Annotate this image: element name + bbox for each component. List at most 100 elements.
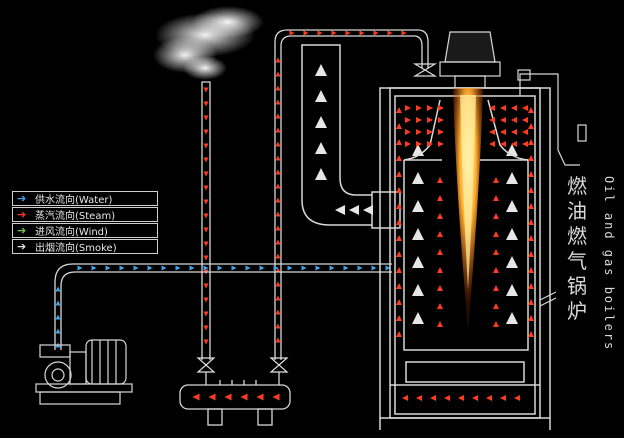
steam-arrow-icon xyxy=(437,303,443,309)
steam-arrow-icon xyxy=(511,129,517,135)
arrow-right-icon: ➔ xyxy=(17,240,27,253)
steam-arrow-icon xyxy=(275,155,281,161)
burner xyxy=(439,31,501,89)
steam-arrow-icon xyxy=(203,171,209,177)
water-arrow-icon xyxy=(343,265,349,271)
steam-arrow-icon xyxy=(289,30,295,36)
steam-arrow-icon xyxy=(405,117,411,123)
legend-label: 进风流向(Wind) xyxy=(35,227,108,238)
steam-arrow-icon xyxy=(528,299,534,305)
steam-arrow-icon xyxy=(275,57,281,63)
steam-arrow-icon xyxy=(427,117,433,123)
water-arrow-icon xyxy=(189,265,195,271)
water-arrow-icon xyxy=(55,300,61,306)
smoke-arrow-icon xyxy=(412,228,424,240)
steam-arrow-icon xyxy=(493,213,499,219)
legend-item: ➔蒸汽流向(Steam) xyxy=(12,207,158,222)
steam-arrow-icon xyxy=(493,321,499,327)
steam-arrow-icon xyxy=(405,105,411,111)
steam-arrow-icon xyxy=(437,321,443,327)
flame xyxy=(453,88,483,330)
steam-arrow-icon xyxy=(522,105,528,111)
steam-arrow-icon xyxy=(427,129,433,135)
steam-pipe xyxy=(201,29,429,360)
steam-arrow-icon xyxy=(493,177,499,183)
legend-item: ➔进风流向(Wind) xyxy=(12,223,158,238)
smoke-arrow-icon xyxy=(412,200,424,212)
steam-arrow-icon xyxy=(500,117,506,123)
steam-arrow-icon xyxy=(405,129,411,135)
title-char: 气 xyxy=(567,249,587,273)
steam-arrow-icon xyxy=(203,115,209,121)
steam-arrow-icon xyxy=(275,127,281,133)
smoke-cloud xyxy=(153,6,264,80)
steam-arrow-icon xyxy=(203,325,209,331)
smoke-arrow-icon xyxy=(506,172,518,184)
steam-arrow-icon xyxy=(528,267,534,273)
steam-arrow-icon xyxy=(528,219,534,225)
smoke-arrow-icon xyxy=(315,64,327,76)
steam-arrow-icon xyxy=(522,129,528,135)
steam-arrow-icon xyxy=(203,87,209,93)
water-arrow-icon xyxy=(147,265,153,271)
steam-arrow-icon xyxy=(528,171,534,177)
steam-arrow-icon xyxy=(511,105,517,111)
steam-arrow-icon xyxy=(528,251,534,257)
steam-arrow-icon xyxy=(275,113,281,119)
steam-arrow-icon xyxy=(500,141,506,147)
smoke-arrow-icon xyxy=(315,168,327,180)
boiler-steam-arrows xyxy=(396,105,534,401)
steam-arrow-icon xyxy=(203,241,209,247)
steam-arrow-icon xyxy=(489,141,495,147)
steam-arrow-icon xyxy=(396,139,402,145)
arrow-right-icon: ➔ xyxy=(17,208,27,221)
steam-arrow-icon xyxy=(528,107,534,113)
steam-arrow-icon xyxy=(396,171,402,177)
steam-arrow-icon xyxy=(203,227,209,233)
steam-arrow-icon xyxy=(275,281,281,287)
steam-arrow-icon xyxy=(331,30,337,36)
smoke-arrow-icon xyxy=(315,142,327,154)
legend-label: 出烟流向(Smoke) xyxy=(35,243,117,254)
arrow-right-icon: ➔ xyxy=(17,192,27,205)
water-arrow-icon xyxy=(231,265,237,271)
steam-arrow-icon xyxy=(489,129,495,135)
steam-arrow-icon xyxy=(396,219,402,225)
steam-arrow-icon xyxy=(203,157,209,163)
flow-legend: ➔供水流向(Water)➔蒸汽流向(Steam)➔进风流向(Wind)➔出烟流向… xyxy=(12,191,158,255)
water-arrow-icon xyxy=(55,286,61,292)
steam-arrow-icon xyxy=(493,249,499,255)
smoke-arrow-icon xyxy=(315,90,327,102)
steam-arrow-icon xyxy=(387,30,393,36)
steam-arrow-icon xyxy=(522,117,528,123)
steam-arrow-icon xyxy=(500,129,506,135)
steam-arrow-icon xyxy=(240,393,248,401)
steam-arrow-icon xyxy=(396,331,402,337)
water-arrow-icon xyxy=(175,265,181,271)
steam-arrow-icon xyxy=(275,295,281,301)
steam-arrow-icon xyxy=(396,203,402,209)
water-arrow-icon xyxy=(385,265,391,271)
steam-arrow-icon xyxy=(438,141,444,147)
steam-arrow-icon xyxy=(489,117,495,123)
steam-arrow-icon xyxy=(402,395,408,401)
steam-arrow-icon xyxy=(203,143,209,149)
steam-arrow-icon xyxy=(438,129,444,135)
steam-arrow-icon xyxy=(275,239,281,245)
water-pump xyxy=(35,339,133,405)
steam-arrow-icon xyxy=(437,267,443,273)
title-char: 锅 xyxy=(567,274,587,298)
steam-arrow-icon xyxy=(359,30,365,36)
steam-arrow-icon xyxy=(511,141,517,147)
steam-arrow-icon xyxy=(275,323,281,329)
steam-arrow-icon xyxy=(203,283,209,289)
steam-arrow-icon xyxy=(437,285,443,291)
steam-arrow-icon xyxy=(528,155,534,161)
steam-arrow-icon xyxy=(500,395,506,401)
header-arrows xyxy=(192,393,280,401)
water-arrow-icon xyxy=(357,265,363,271)
steam-arrow-icon xyxy=(416,105,422,111)
steam-arrow-icon xyxy=(203,255,209,261)
smoke-arrow-icon xyxy=(506,256,518,268)
steam-arrow-icon xyxy=(303,30,309,36)
